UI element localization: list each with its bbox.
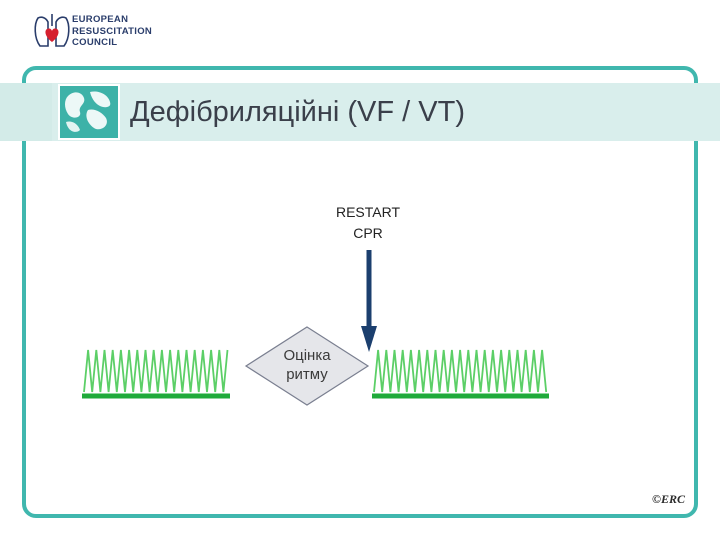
erc-logo [34,14,70,47]
title-band [0,83,720,141]
ecg-waveform-left [83,349,229,393]
restart-cpr-label: RESTART CPR [318,202,418,244]
erc-logo-text: EUROPEAN RESUSCITATION COUNCIL [72,14,152,49]
assess-label-line1: Оцінка [283,347,331,364]
slide-frame [22,66,698,518]
assess-label-line2: ритму [286,366,328,383]
globe-map-icon [58,84,120,140]
title-band-left [0,83,52,141]
restart-label-line2: CPR [353,225,383,241]
ecg-waveform-right [373,349,548,393]
heart-lungs-icon [34,14,70,47]
restart-label-line1: RESTART [335,204,401,220]
logo-line-3: COUNCIL [72,37,118,48]
rhythm-assessment-label: Оцінка ритму [262,346,352,384]
logo-line-1: EUROPEAN [72,14,129,25]
rhythm-assessment-diamond [244,326,370,406]
slide-title: Дефібриляційні (VF / VT) [130,96,466,128]
restart-arrow-head [361,326,377,352]
copyright-mark: ©ERC [652,492,685,506]
logo-line-2: RESUSCITATION [72,25,153,37]
